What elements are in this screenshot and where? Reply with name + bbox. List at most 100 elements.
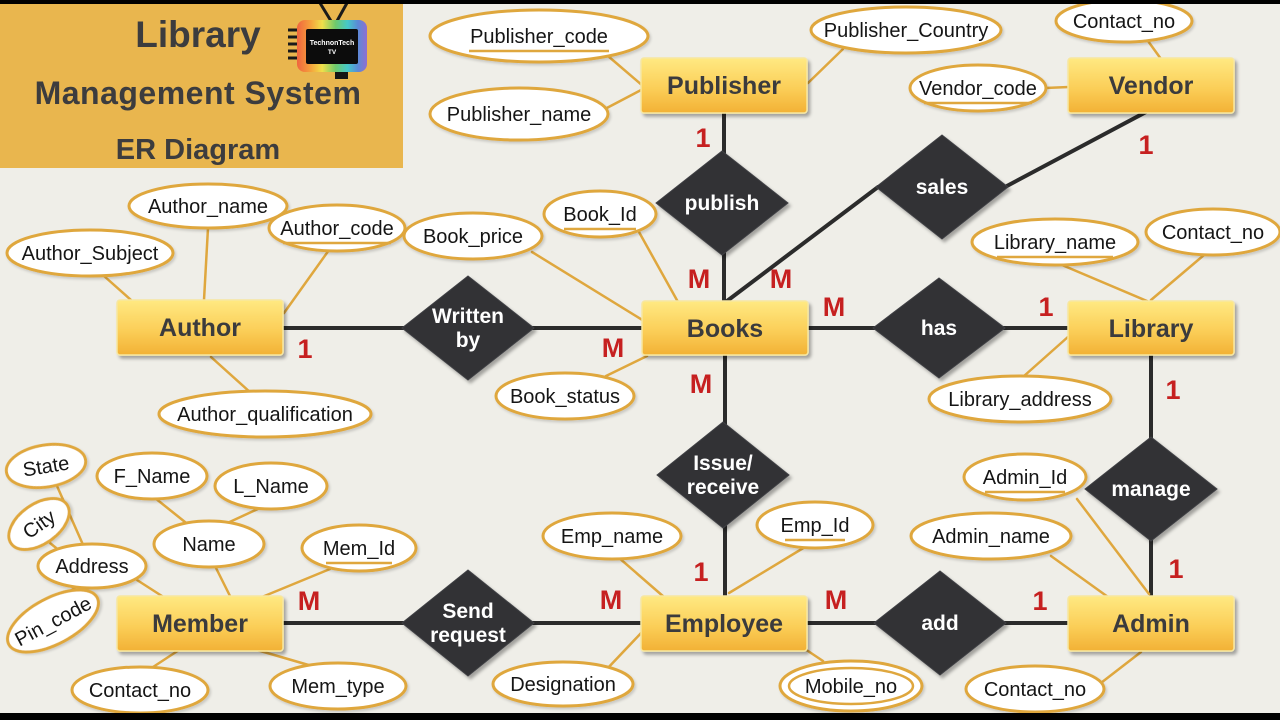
connector-admin-id-admin — [1075, 497, 1151, 596]
connector-vendor-contact-no — [1146, 39, 1163, 61]
svg-text:Employee: Employee — [665, 610, 783, 638]
svg-text:Written: Written — [432, 305, 504, 328]
letterbox-top — [0, 0, 1280, 4]
attribute-library-address: Library_address — [927, 374, 1113, 424]
connector-library-contact-no — [1149, 253, 1206, 302]
relationship-issue-receive: Issue/ receive — [656, 421, 790, 529]
attribute-emp-id: Emp_Id — [755, 500, 875, 550]
attribute-author-code: Author_code — [267, 203, 407, 253]
cardinality-send-request-employee: M — [600, 585, 623, 615]
svg-text:by: by — [456, 329, 481, 352]
multivalued-inner-ellipse — [787, 666, 915, 706]
cardinality-labels: 1 M 1 M 1 M M 1 M 1 1 1 M M M 1 — [297, 123, 1183, 616]
attribute-designation: Designation — [491, 660, 635, 708]
cardinality-add-admin: 1 — [1032, 586, 1047, 616]
attribute-publisher-code: Publisher_code — [428, 8, 650, 64]
connector-emp-id-employee — [727, 545, 807, 595]
svg-text:has: has — [921, 317, 957, 340]
svg-text:receive: receive — [687, 476, 759, 499]
attribute-admin-name: Admin_name — [909, 511, 1073, 561]
relationship-send-request: Send request — [401, 569, 535, 677]
attribute-vendor-contact-no: Contact_no — [1054, 0, 1194, 44]
svg-text:Publisher: Publisher — [667, 72, 781, 100]
entity-author: Author — [116, 299, 284, 356]
cardinality-library-manage: 1 — [1165, 375, 1180, 405]
attribute-f-name: F_Name — [95, 451, 209, 501]
entity-vendor: Vendor — [1067, 57, 1235, 114]
svg-text:Designation: Designation — [510, 674, 616, 696]
svg-text:Books: Books — [687, 315, 763, 343]
svg-text:Author_code: Author_code — [280, 218, 393, 240]
letterbox-bottom — [0, 713, 1280, 720]
relationship-written-by: Written by — [401, 275, 535, 381]
attribute-city: City — [7, 497, 71, 551]
cardinality-publish-books: M — [688, 264, 711, 294]
attribute-admin-id: Admin_Id — [962, 452, 1088, 502]
entity-member: Member — [116, 595, 284, 652]
connector-library-address — [1022, 334, 1071, 378]
connector-author-name — [202, 226, 210, 302]
tv-logo-text-2: TV — [328, 49, 337, 56]
connector-address-member — [135, 578, 167, 600]
tv-antenna-icon — [318, 1, 349, 23]
entity-publisher: Publisher — [640, 57, 808, 114]
svg-text:Mem_Id: Mem_Id — [323, 538, 395, 560]
cardinality-manage-admin: 1 — [1168, 554, 1183, 584]
relationship-sales: sales — [875, 134, 1009, 240]
cardinality-employee-add: M — [825, 585, 848, 615]
svg-text:F_Name: F_Name — [114, 466, 191, 488]
attribute-address: Address — [36, 542, 148, 590]
cardinality-publisher-publish: 1 — [695, 123, 710, 153]
svg-text:Address: Address — [55, 556, 128, 578]
svg-text:Name: Name — [182, 534, 235, 556]
attribute-mem-type: Mem_type — [268, 661, 408, 711]
relationship-diamonds: publish sales Written by has Issue/ rece… — [401, 134, 1218, 677]
connector-designation-employee — [604, 629, 645, 672]
attribute-emp-name: Emp_name — [541, 511, 683, 561]
svg-text:Publisher_name: Publisher_name — [447, 104, 592, 126]
attribute-publisher-country: Publisher_Country — [809, 5, 1003, 55]
cardinality-author-written-by: 1 — [297, 334, 312, 364]
svg-text:L_Name: L_Name — [233, 476, 309, 498]
attribute-author-name: Author_name — [127, 182, 289, 230]
svg-text:Emp_Id: Emp_Id — [781, 515, 850, 537]
svg-text:Send: Send — [442, 600, 493, 623]
attribute-mobile-no: Mobile_no — [778, 659, 924, 713]
cardinality-books-has: M — [823, 292, 846, 322]
svg-text:Author_name: Author_name — [148, 196, 268, 218]
relationship-manage: manage — [1084, 436, 1218, 542]
svg-text:Book_Id: Book_Id — [563, 204, 636, 226]
attribute-library-name: Library_name — [970, 217, 1140, 267]
entity-employee: Employee — [640, 595, 808, 652]
svg-text:Mobile_no: Mobile_no — [805, 676, 897, 698]
connector-vendor-code — [1043, 85, 1071, 90]
svg-text:Library: Library — [1109, 315, 1194, 343]
svg-text:Library_name: Library_name — [994, 232, 1116, 254]
connector-admin-contact-no — [1095, 650, 1143, 688]
connector-library-name — [1060, 263, 1149, 303]
svg-text:Contact_no: Contact_no — [89, 680, 191, 702]
svg-text:Book_price: Book_price — [423, 226, 523, 248]
attribute-vendor-code: Vendor_code — [908, 63, 1048, 113]
tv-stand — [335, 70, 348, 79]
relationship-publish: publish — [655, 150, 789, 256]
title-line-1: Library — [135, 14, 261, 55]
entity-boxes: Publisher Vendor Author Books Library Me… — [116, 57, 1235, 652]
attribute-name: Name — [152, 519, 266, 569]
cardinality-has-library: 1 — [1038, 292, 1053, 322]
connector-mobile-no-employee — [803, 647, 825, 663]
svg-text:Author_Subject: Author_Subject — [22, 243, 159, 265]
connector-author-subject — [102, 274, 133, 302]
connector-publisher-code — [606, 54, 645, 88]
tv-screen — [306, 29, 358, 64]
cardinality-books-issue-receive: M — [690, 369, 713, 399]
attribute-admin-contact-no: Contact_no — [964, 664, 1106, 714]
connector-f-name-name — [153, 496, 192, 528]
svg-text:manage: manage — [1111, 478, 1190, 501]
attribute-author-qualification: Author_qualification — [157, 389, 373, 439]
svg-text:Contact_no: Contact_no — [984, 679, 1086, 701]
svg-text:Contact_no: Contact_no — [1073, 11, 1175, 33]
title-line-3: ER Diagram — [116, 134, 280, 166]
connector-state-address — [55, 484, 86, 549]
